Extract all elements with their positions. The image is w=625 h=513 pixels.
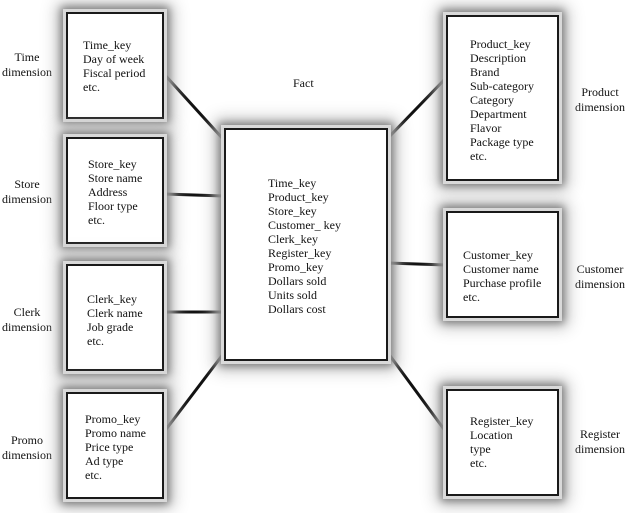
attribute: Clerk_key bbox=[87, 292, 137, 306]
fact-attribute: Time_key bbox=[268, 176, 317, 190]
fact-table-box: Time_key Product_key Store_key Customer_… bbox=[224, 128, 388, 361]
connector-product bbox=[386, 76, 448, 140]
product-dimension-box: Product_key Description Brand Sub-catego… bbox=[446, 15, 559, 181]
attribute: Fiscal period bbox=[83, 66, 146, 80]
fact-attribute: Promo_key bbox=[268, 260, 324, 274]
attribute: Address bbox=[88, 185, 128, 199]
attribute: etc. bbox=[87, 334, 104, 348]
fact-title: Fact bbox=[293, 76, 314, 90]
fact-attribute: Clerk_key bbox=[268, 232, 318, 246]
connector-promo bbox=[162, 352, 226, 433]
attribute: etc. bbox=[470, 149, 487, 163]
fact-attribute: Dollars cost bbox=[268, 302, 326, 316]
attribute: Promo name bbox=[85, 426, 146, 440]
fact-attribute: Dollars sold bbox=[268, 274, 327, 288]
attribute: Customer_key bbox=[463, 248, 533, 262]
attribute: Time_key bbox=[83, 38, 132, 52]
attribute: etc. bbox=[85, 468, 102, 482]
attribute: Flavor bbox=[470, 121, 502, 135]
connector-customer bbox=[387, 261, 447, 267]
fact-attribute: Product_key bbox=[268, 190, 329, 204]
attribute: Product_key bbox=[470, 37, 531, 51]
attribute: Brand bbox=[470, 65, 500, 79]
promo-dimension-box: Promo_key Promo name Price type Ad type … bbox=[66, 392, 164, 499]
attribute: etc. bbox=[470, 456, 487, 470]
fact-attribute: Units sold bbox=[268, 288, 318, 302]
connector-time bbox=[162, 72, 226, 142]
store-dimension-box: Store_key Store name Address Floor type … bbox=[66, 137, 164, 244]
attribute: Register_key bbox=[470, 414, 534, 428]
attribute: Floor type bbox=[88, 199, 138, 213]
attribute: etc. bbox=[88, 213, 105, 227]
time-dimension-box: Time_key Day of week Fiscal period etc. bbox=[66, 12, 164, 119]
attribute: Package type bbox=[470, 135, 534, 149]
fact-attribute: Register_key bbox=[268, 246, 332, 260]
fact-attribute: Store_key bbox=[268, 204, 317, 218]
attribute: Location bbox=[470, 428, 513, 442]
connector-register bbox=[386, 352, 448, 433]
attribute: Price type bbox=[85, 440, 134, 454]
customer-dimension-box: Customer_key Customer name Purchase prof… bbox=[446, 211, 559, 318]
attribute: Store_key bbox=[88, 157, 137, 171]
attribute: Customer name bbox=[463, 262, 539, 276]
attribute: type bbox=[470, 442, 491, 456]
attribute: etc. bbox=[463, 290, 480, 304]
connector-store bbox=[163, 192, 225, 198]
attribute: Store name bbox=[88, 171, 143, 185]
attribute: Day of week bbox=[83, 52, 145, 66]
attribute: etc. bbox=[83, 80, 100, 94]
clerk-dimension-box: Clerk_key Clerk name Job grade etc. bbox=[66, 264, 164, 371]
attribute: Sub-category bbox=[470, 79, 534, 93]
attribute: Clerk name bbox=[87, 306, 143, 320]
attribute: Job grade bbox=[87, 320, 134, 334]
register-dimension-box: Register_key Location type etc. bbox=[446, 389, 559, 496]
attribute: Ad type bbox=[85, 454, 124, 468]
attribute: Category bbox=[470, 93, 514, 107]
attribute: Purchase profile bbox=[463, 276, 542, 290]
attribute: Description bbox=[470, 51, 526, 65]
fact-attribute: Customer_ key bbox=[268, 218, 341, 232]
attribute: Department bbox=[470, 107, 527, 121]
attribute: Promo_key bbox=[85, 412, 141, 426]
